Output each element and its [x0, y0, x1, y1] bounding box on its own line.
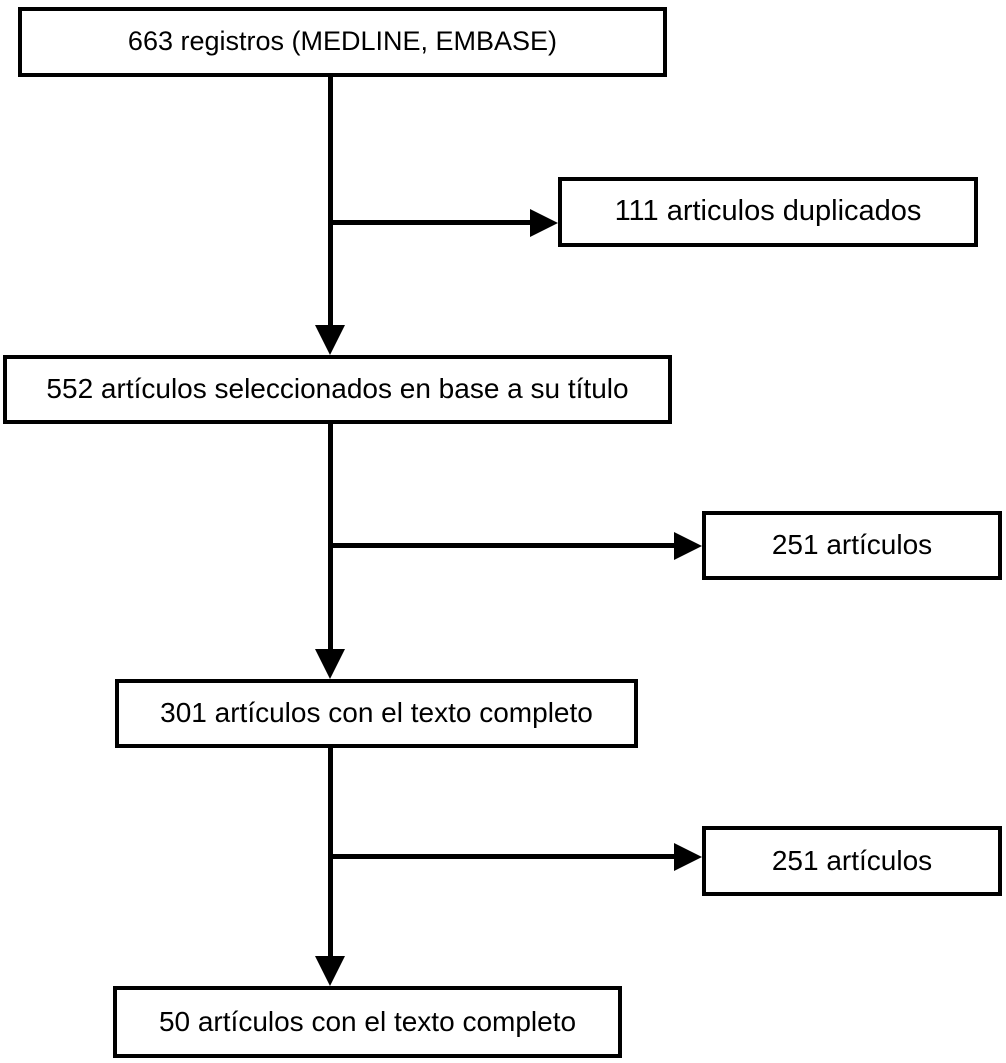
connector-titulo-excluidos-1 — [328, 543, 676, 548]
connector-registros-titulo — [328, 77, 333, 327]
flow-node-duplicados: 111 articulos duplicados — [558, 177, 978, 247]
connector-texto-completo-excluidos-2 — [328, 854, 676, 859]
flow-node-seleccionados-titulo-label: 552 artículos seleccionados en base a su… — [46, 373, 629, 405]
arrowhead-right-icon — [674, 843, 702, 871]
flow-node-excluidos-2: 251 artículos — [702, 826, 1002, 896]
arrowhead-down-icon — [315, 649, 345, 679]
connector-titulo-texto-completo — [328, 424, 333, 651]
flow-node-incluidos: 50 artículos con el texto completo — [113, 986, 622, 1058]
flow-node-excluidos-1-label: 251 artículos — [771, 529, 933, 561]
arrowhead-right-icon — [530, 209, 558, 237]
arrowhead-right-icon — [674, 532, 702, 560]
flow-node-excluidos-2-label: 251 artículos — [771, 844, 933, 876]
connector-registros-duplicados — [328, 220, 532, 225]
arrowhead-down-icon — [315, 956, 345, 986]
flow-node-seleccionados-titulo: 552 artículos seleccionados en base a su… — [3, 355, 672, 424]
flow-node-registros-label: 663 registros (MEDLINE, EMBASE) — [127, 26, 558, 57]
flow-node-duplicados-label: 111 articulos duplicados — [614, 195, 922, 228]
flow-node-texto-completo: 301 artículos con el texto completo — [115, 679, 638, 748]
connector-texto-completo-incluidos — [328, 748, 333, 958]
arrowhead-down-icon — [315, 325, 345, 355]
flow-node-texto-completo-label: 301 artículos con el texto completo — [160, 697, 593, 729]
flow-node-incluidos-label: 50 artículos con el texto completo — [158, 1005, 577, 1037]
flow-node-registros: 663 registros (MEDLINE, EMBASE) — [18, 7, 667, 77]
flow-node-excluidos-1: 251 artículos — [702, 511, 1002, 580]
